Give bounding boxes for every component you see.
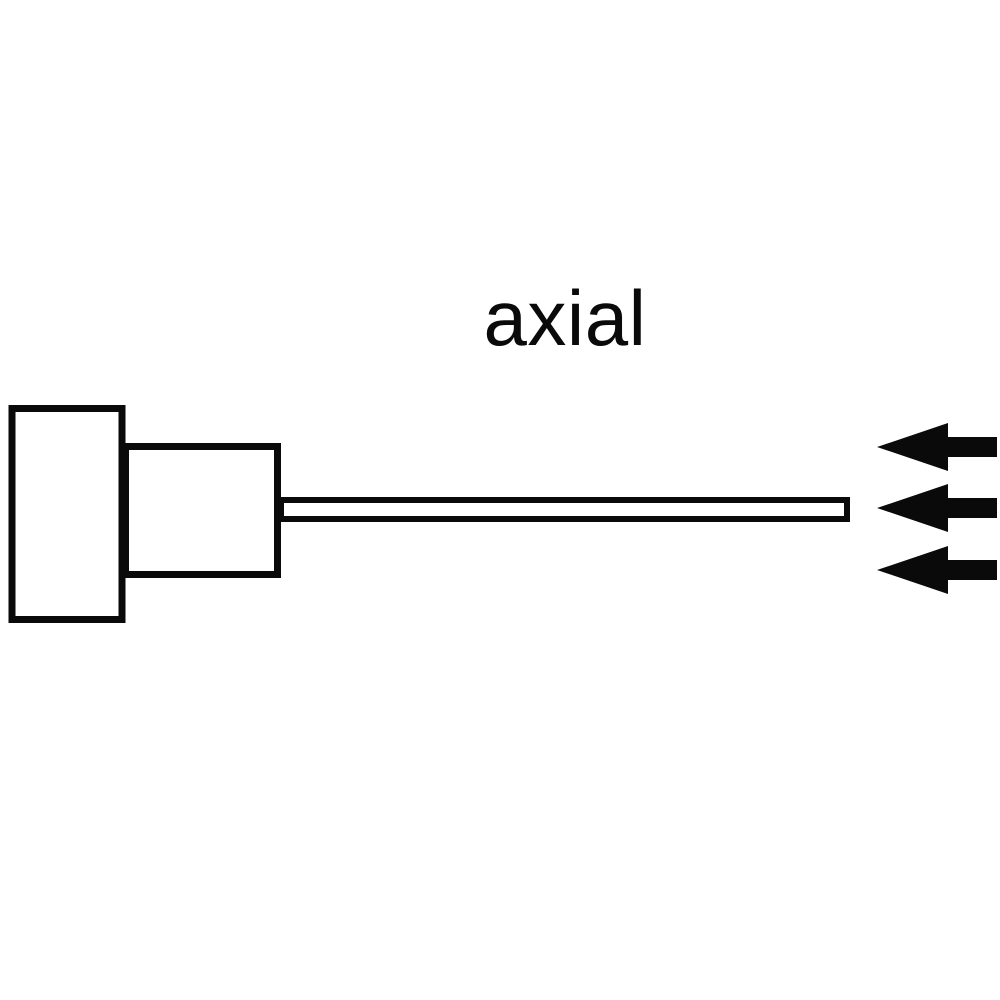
left-arrow-icon: [877, 423, 997, 471]
left-arrow-icon: [877, 484, 997, 532]
sensor-shaft-rod: [278, 497, 850, 522]
left-arrow-icon: [877, 546, 997, 594]
sensor-body-small-block: [122, 443, 281, 578]
diagram-title: axial: [484, 274, 647, 362]
sensor-body-large-block: [8, 405, 126, 623]
